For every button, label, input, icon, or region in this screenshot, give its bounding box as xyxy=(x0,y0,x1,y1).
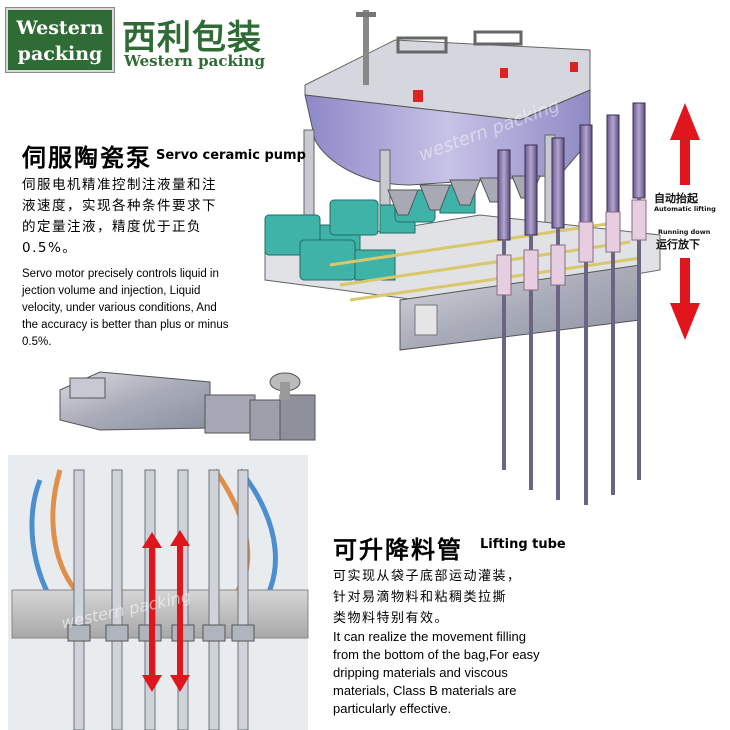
brand-name-en: Western packing xyxy=(124,52,265,70)
lift-down-label-cn: 运行放下 xyxy=(656,238,700,251)
tube-title-en: Lifting tube xyxy=(480,537,566,552)
tube-desc-en: It can realize the movement filling from… xyxy=(333,629,540,716)
logo-line-2: packing xyxy=(17,43,103,65)
logo-badge: Western packing xyxy=(6,8,114,72)
lifting-tube-photo xyxy=(8,455,309,730)
tube-desc-cn: 可实现从袋子底部运动灌装， 针对易滴物料和粘稠类拉撕 类物料特别有效。 xyxy=(333,569,522,626)
lift-up-label-cn: 自动抬起 xyxy=(654,192,698,205)
lift-up-label-en: Automatic lifting xyxy=(654,205,716,213)
hopper-handle xyxy=(396,36,448,54)
lifting-tubes xyxy=(497,102,646,505)
pump-title-cn: 伺服陶瓷泵 xyxy=(22,144,152,172)
photo-arrows-icon xyxy=(142,530,190,692)
tube-title-cn: 可升降料管 xyxy=(333,536,463,564)
servo-motor-render xyxy=(59,371,316,441)
hopper-handle xyxy=(473,30,523,46)
pump-desc-cn: 伺服电机精准控制注液量和注 液速度，实现各种条件要求下 的定量注液，精度优于正负… xyxy=(22,177,217,256)
level-probe xyxy=(363,10,369,85)
lift-down-label-en: Running down xyxy=(658,228,711,236)
lift-arrow-icon xyxy=(670,103,700,340)
logo-line-1: Western xyxy=(16,17,104,39)
brand-name-cn: 西利包装 xyxy=(122,18,262,58)
pump-desc-en: Servo motor precisely controls liquid in… xyxy=(22,268,229,348)
pump-title-en: Servo ceramic pump xyxy=(156,148,306,163)
